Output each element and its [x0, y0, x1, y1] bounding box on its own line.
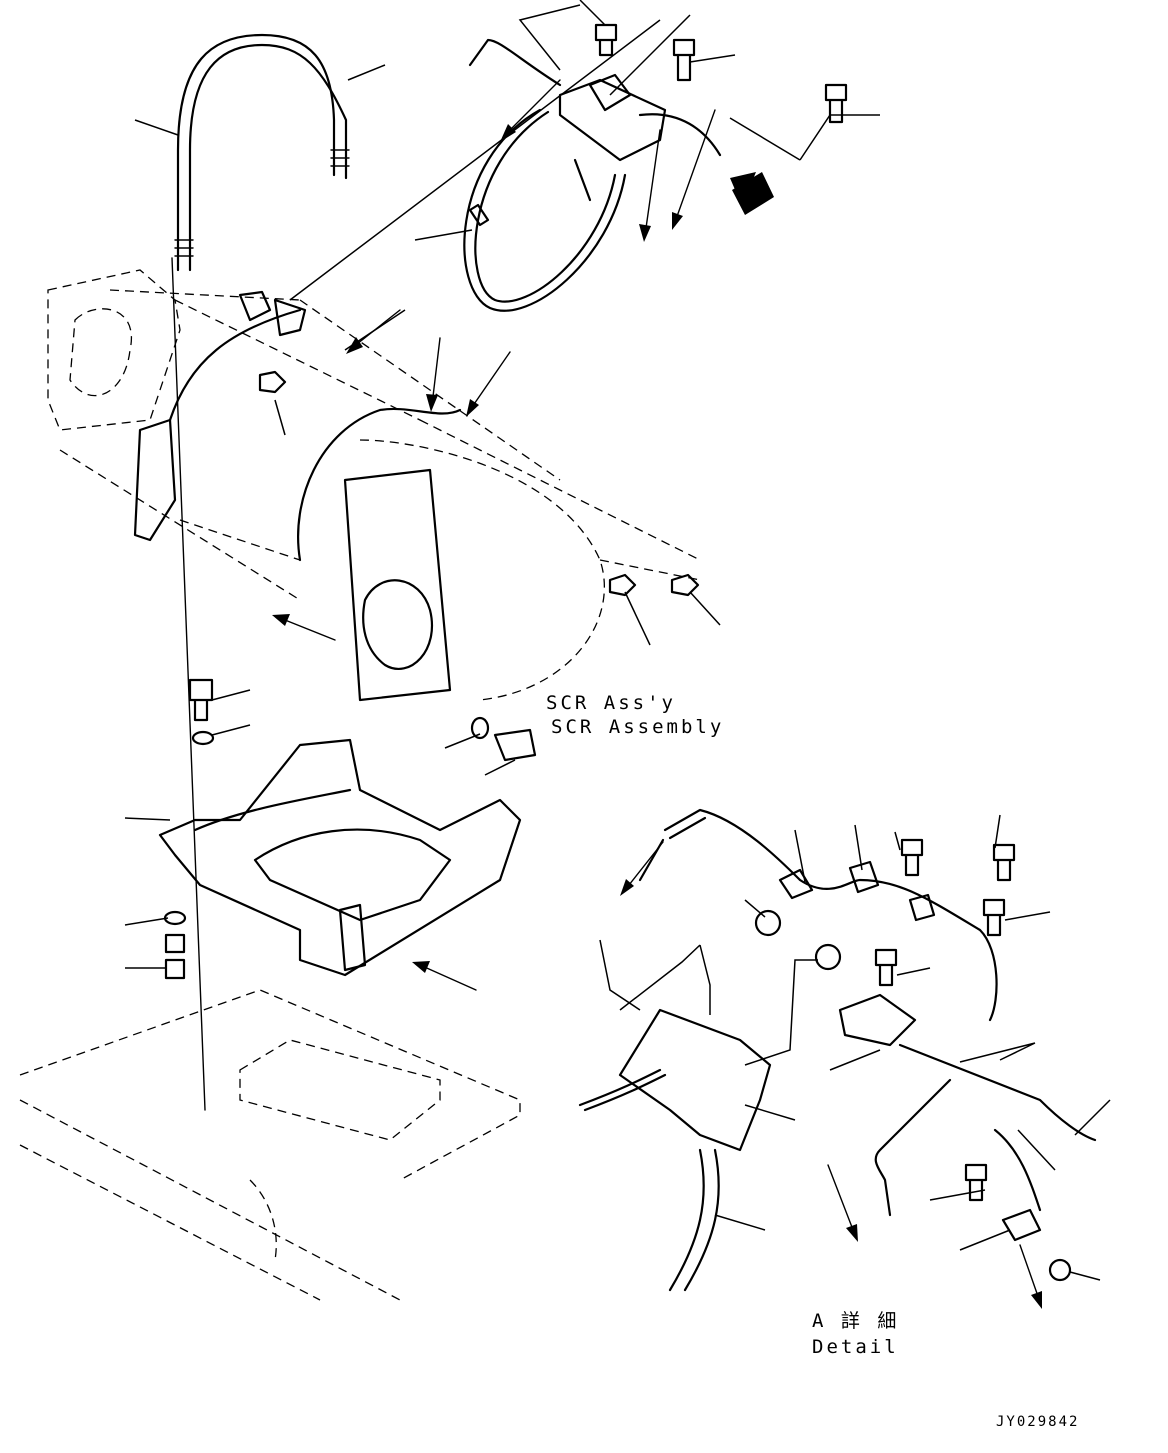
- leader-lines: [124, 0, 1111, 1281]
- scr-assembly-label-jp: SCR Ass'y: [546, 692, 676, 714]
- scr-assembly: [47, 269, 701, 702]
- u-bolt: [171, 33, 350, 1111]
- sensor-bracket-top: [463, 38, 722, 312]
- detail-label-en: Detail: [812, 1336, 899, 1358]
- floor-frame: [19, 989, 521, 1301]
- scr-assembly-label-en: SCR Assembly: [551, 716, 725, 738]
- direction-arrows: [272, 79, 1042, 1309]
- mount-bracket: [158, 738, 522, 977]
- detail-a: [578, 808, 1097, 1292]
- drawing-code: JY029842: [996, 1414, 1080, 1430]
- bolts-top: [594, 23, 848, 124]
- fasteners-left: [163, 678, 537, 980]
- detail-label-jp: A 詳 細: [812, 1310, 900, 1332]
